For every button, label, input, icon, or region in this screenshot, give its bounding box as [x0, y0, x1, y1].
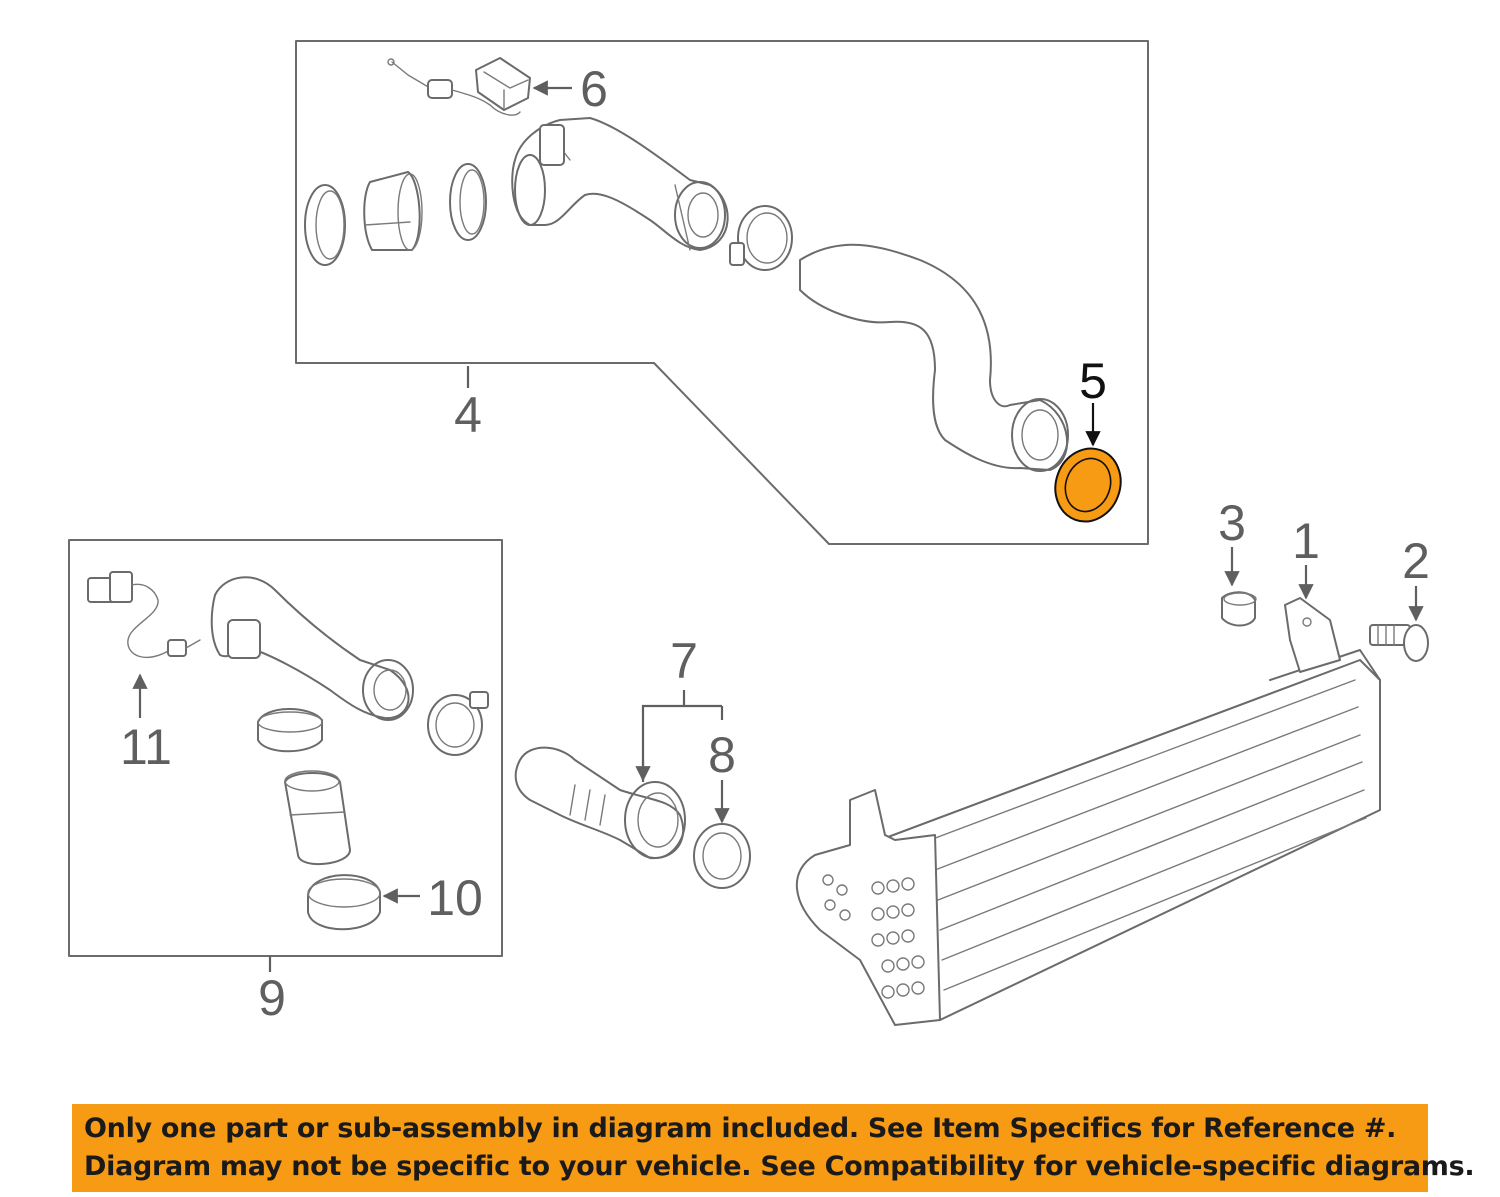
- part-11-sensor: [87, 571, 201, 659]
- leader-lines: [132, 80, 1424, 972]
- callout-9: 9: [258, 970, 286, 1026]
- upper-duct: [511, 117, 729, 251]
- lower-short-hose: [284, 770, 351, 866]
- disclaimer-banner: Only one part or sub-assembly in diagram…: [72, 1104, 1475, 1192]
- lower-assembly-frame: [68, 539, 503, 957]
- upper-assembly-frame: [295, 40, 1149, 545]
- part-2-bolt: [1369, 624, 1429, 662]
- callout-11: 11: [120, 719, 172, 775]
- upper-clamps: [304, 163, 487, 266]
- callout-1: 1: [1292, 513, 1320, 569]
- part-3-plug: [1221, 591, 1257, 627]
- callout-10: 10: [427, 870, 483, 926]
- part-7-hose: [514, 746, 686, 860]
- upper-hose-clamp: [729, 205, 793, 271]
- part-8-o-ring: [693, 823, 751, 889]
- lower-clamp-upper: [257, 691, 489, 756]
- upper-hose: [799, 243, 1069, 472]
- callout-labels: 6 4 5 3 1 2 7 8 11 10 9: [120, 61, 1430, 1026]
- callout-7: 7: [670, 633, 698, 689]
- part-10-clamp: [307, 874, 381, 931]
- callout-2: 2: [1402, 533, 1430, 589]
- part-5-o-ring: [1054, 447, 1122, 523]
- callout-5: 5: [1079, 353, 1107, 409]
- callout-8: 8: [708, 727, 736, 783]
- part-6-sensor: [387, 57, 531, 116]
- disclaimer-line-1: Only one part or sub-assembly in diagram…: [84, 1113, 1397, 1144]
- callout-3: 3: [1218, 495, 1246, 551]
- lower-duct: [210, 576, 414, 721]
- callout-4: 4: [454, 387, 482, 443]
- disclaimer-line-2: Diagram may not be specific to your vehi…: [84, 1151, 1475, 1182]
- part-1-intercooler: [795, 597, 1381, 1026]
- callout-6: 6: [580, 61, 608, 117]
